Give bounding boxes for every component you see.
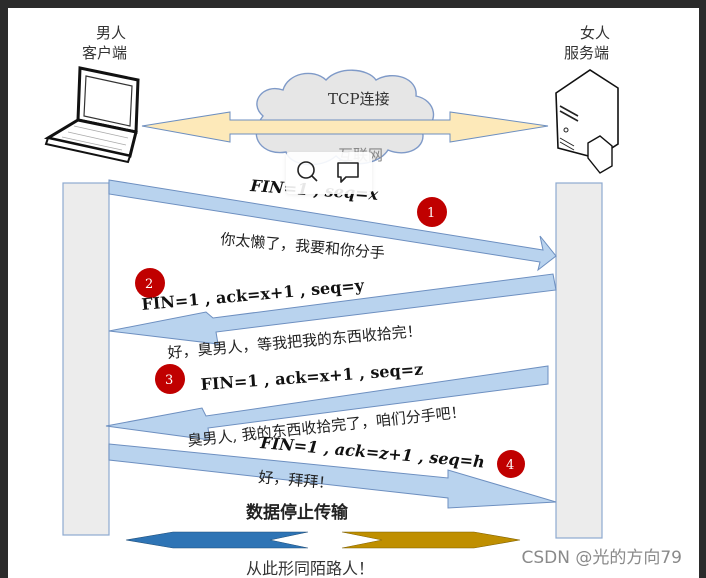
floating-toolbar — [286, 152, 372, 194]
stop-transfer-title: 数据停止传输 — [246, 502, 349, 523]
search-button[interactable] — [294, 158, 322, 186]
step-4-arrow — [108, 443, 557, 509]
tcp-connection-arrow — [141, 111, 549, 143]
server-lifeline — [555, 182, 603, 539]
step-2-badge — [135, 268, 165, 298]
tcp-four-way-handshake-diagram: 男人 客户端 女人 服务端 — [43, 24, 619, 578]
comment-button[interactable] — [334, 158, 362, 186]
server-icon — [555, 69, 619, 174]
step-2-badge-label: 2 — [145, 277, 153, 292]
step-1-arrow — [108, 179, 557, 272]
client-label-line1: 男人 — [96, 24, 126, 42]
step-2-arrow — [108, 273, 557, 345]
comment-icon — [337, 162, 359, 183]
client-label-line2: 客户端 — [82, 44, 127, 62]
left-chevron-arrow — [125, 531, 309, 549]
step-4-badge — [497, 450, 525, 478]
diagram-canvas: 男人 客户端 女人 服务端 — [8, 8, 699, 578]
cloud-title: TCP连接 — [328, 90, 390, 108]
step-3-badge — [155, 364, 185, 394]
step-1-badge-label: 1 — [427, 206, 435, 221]
search-icon — [297, 161, 318, 182]
client-lifeline — [62, 182, 110, 536]
step-3-badge-label: 3 — [165, 373, 173, 388]
server-label-line2: 服务端 — [564, 44, 609, 62]
laptop-icon — [43, 66, 140, 164]
server-label-line1: 女人 — [580, 24, 610, 42]
csdn-watermark: CSDN @光的方向79 — [518, 543, 685, 568]
step-4-badge-label: 4 — [506, 458, 514, 473]
step-1-message: 你太懒了，我要和你分手 — [220, 230, 386, 262]
step-3-arrow — [105, 365, 549, 441]
ending-text: 从此形同陌路人！ — [246, 559, 374, 578]
step-1-badge — [417, 197, 447, 227]
right-chevron-arrow — [341, 531, 521, 549]
